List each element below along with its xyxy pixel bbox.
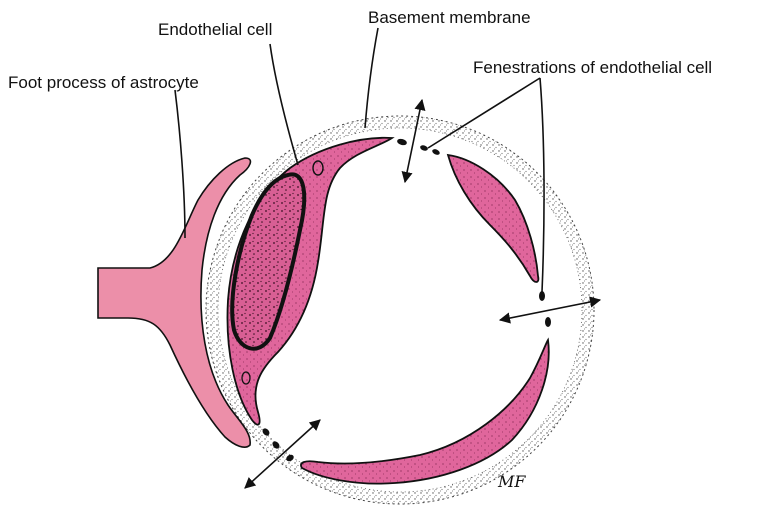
label-endothelial-cell: Endothelial cell: [158, 20, 272, 39]
leader-basement-membrane: [365, 28, 378, 128]
label-basement-membrane: Basement membrane: [368, 8, 531, 27]
artist-signature: MF: [497, 472, 526, 491]
leader-endothelial-cell: [270, 44, 298, 165]
leader-foot-process: [175, 90, 185, 238]
label-fenestrations: Fenestrations of endothelial cell: [473, 58, 712, 77]
label-foot-process: Foot process of astrocyte: [8, 73, 199, 92]
